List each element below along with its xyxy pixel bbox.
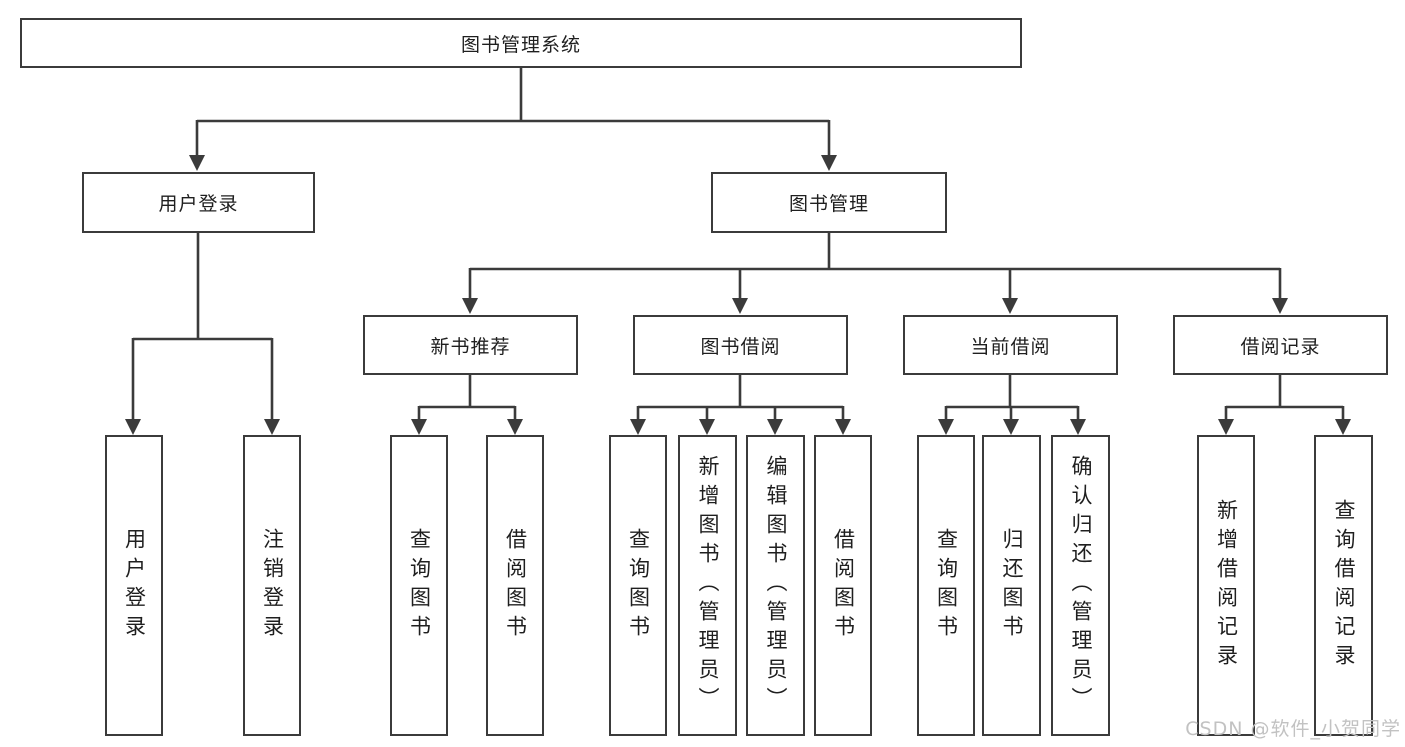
arrow-down-icon bbox=[1002, 298, 1018, 314]
leaf-logout: 注销登录 bbox=[243, 435, 301, 736]
node-new-book-recommend: 新书推荐 bbox=[363, 315, 578, 375]
leaf-recommend-query-books: 查询图书 bbox=[390, 435, 448, 736]
leaf-borrow-edit-books-admin: 编辑图书（管理员） bbox=[746, 435, 805, 736]
node-book-management: 图书管理 bbox=[711, 172, 947, 233]
arrow-down-icon bbox=[1335, 419, 1351, 435]
arrow-down-icon bbox=[767, 419, 783, 435]
arrow-down-icon bbox=[462, 298, 478, 314]
leaf-borrow-add-books-admin: 新增图书（管理员） bbox=[678, 435, 737, 736]
node-borrow-records: 借阅记录 bbox=[1173, 315, 1388, 375]
node-user-login: 用户登录 bbox=[82, 172, 315, 233]
watermark: CSDN @软件_小贺同学 bbox=[1185, 718, 1401, 740]
arrowheads bbox=[125, 155, 1351, 435]
leaf-records-query-borrow-record: 查询借阅记录 bbox=[1314, 435, 1373, 736]
arrow-down-icon bbox=[938, 419, 954, 435]
arrow-down-icon bbox=[732, 298, 748, 314]
arrow-down-icon bbox=[1070, 419, 1086, 435]
leaf-current-confirm-return-admin: 确认归还（管理员） bbox=[1051, 435, 1110, 736]
node-root: 图书管理系统 bbox=[20, 18, 1022, 68]
arrow-down-icon bbox=[189, 155, 205, 171]
arrow-down-icon bbox=[630, 419, 646, 435]
arrow-down-icon bbox=[835, 419, 851, 435]
leaf-user-login: 用户登录 bbox=[105, 435, 163, 736]
arrow-down-icon bbox=[264, 419, 280, 435]
arrow-down-icon bbox=[1003, 419, 1019, 435]
arrow-down-icon bbox=[125, 419, 141, 435]
node-book-borrow: 图书借阅 bbox=[633, 315, 848, 375]
leaf-records-add-borrow-record: 新增借阅记录 bbox=[1197, 435, 1255, 736]
arrow-down-icon bbox=[1218, 419, 1234, 435]
leaf-current-return-books: 归还图书 bbox=[982, 435, 1041, 736]
leaf-borrow-query-books: 查询图书 bbox=[609, 435, 667, 736]
connector-paths bbox=[131, 68, 1345, 421]
arrow-down-icon bbox=[821, 155, 837, 171]
connector-path bbox=[131, 68, 1345, 421]
arrow-down-icon bbox=[411, 419, 427, 435]
leaf-current-query-books: 查询图书 bbox=[917, 435, 975, 736]
leaf-borrow-borrow-books: 借阅图书 bbox=[814, 435, 872, 736]
node-current-borrow: 当前借阅 bbox=[903, 315, 1118, 375]
arrow-down-icon bbox=[699, 419, 715, 435]
arrow-down-icon bbox=[1272, 298, 1288, 314]
arrow-down-icon bbox=[507, 419, 523, 435]
leaf-recommend-borrow-books: 借阅图书 bbox=[486, 435, 544, 736]
